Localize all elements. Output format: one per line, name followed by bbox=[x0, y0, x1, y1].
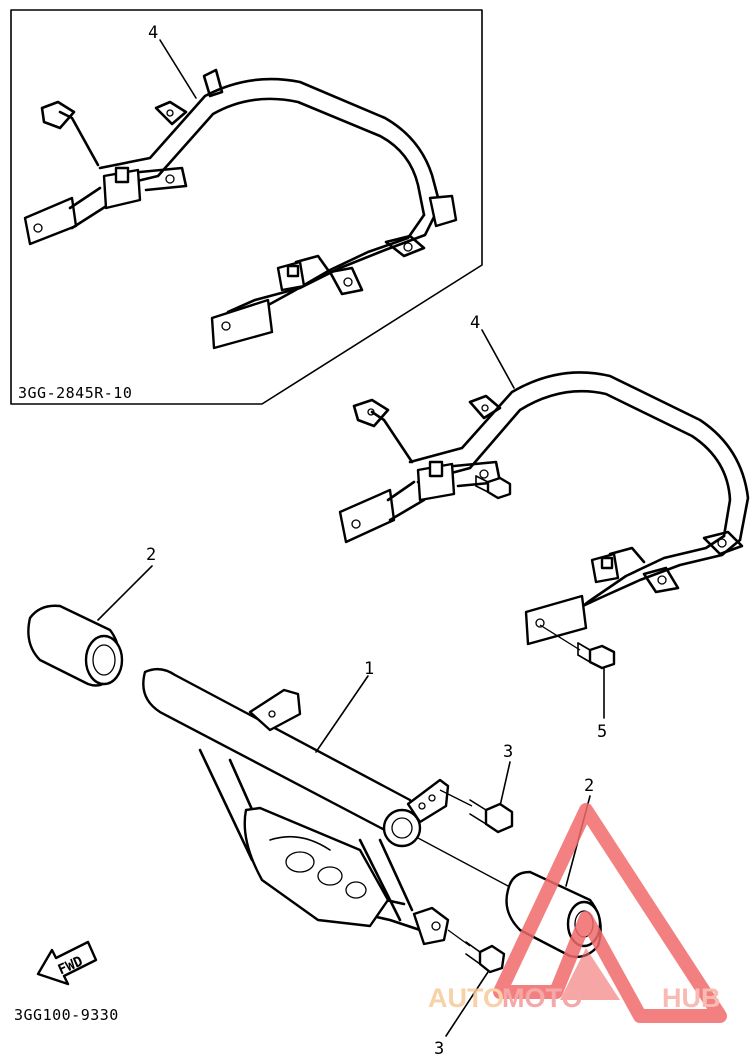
watermark-logo: AUTO MOTO HUB bbox=[428, 803, 727, 1023]
inset-leader-4 bbox=[159, 39, 197, 99]
inset-callout-4: 4 bbox=[148, 23, 158, 43]
watermark-text-hub: HUB bbox=[662, 983, 721, 1013]
callout-2-right: 2 bbox=[584, 776, 594, 796]
inset-frame bbox=[10, 9, 483, 405]
callout-3-lower: 3 bbox=[434, 1039, 444, 1059]
bolt-3-upper-body bbox=[469, 799, 514, 834]
bar-end-cap-left bbox=[27, 604, 124, 687]
main-leader-4 bbox=[481, 329, 515, 389]
callout-5: 5 bbox=[597, 722, 607, 742]
callout-2-left: 2 bbox=[146, 545, 156, 565]
leader-2-right-dashed bbox=[417, 837, 509, 887]
leader-5-dashed bbox=[539, 624, 581, 651]
diagram-code: 3GG100-9330 bbox=[14, 1006, 119, 1024]
bolt-3-lower bbox=[465, 941, 506, 974]
fwd-arrow-icon: FWD bbox=[36, 940, 98, 986]
callout-3-upper: 3 bbox=[503, 742, 513, 762]
bolt-3-upper bbox=[475, 475, 512, 500]
leader-3-lower bbox=[445, 971, 489, 1037]
leader-1 bbox=[315, 675, 369, 753]
leader-2-left bbox=[97, 565, 153, 621]
engine-guard-1 bbox=[142, 667, 450, 946]
inset-part-code: 3GG-2845R-10 bbox=[18, 384, 132, 402]
bolt-3-lower-dashed bbox=[447, 929, 471, 947]
watermark-text-auto: AUTO bbox=[428, 983, 504, 1013]
callout-1: 1 bbox=[364, 659, 374, 679]
bolt-3-upper-dashed bbox=[439, 789, 473, 807]
main-callout-4: 4 bbox=[470, 313, 480, 333]
main-carrier-frame bbox=[338, 371, 750, 646]
inset-carrier-frame bbox=[23, 68, 458, 350]
bolt-5 bbox=[577, 642, 616, 670]
watermark-text-moto: MOTO bbox=[502, 983, 583, 1013]
leader-3-upper bbox=[499, 761, 511, 807]
watermark-triangle bbox=[493, 803, 727, 1023]
